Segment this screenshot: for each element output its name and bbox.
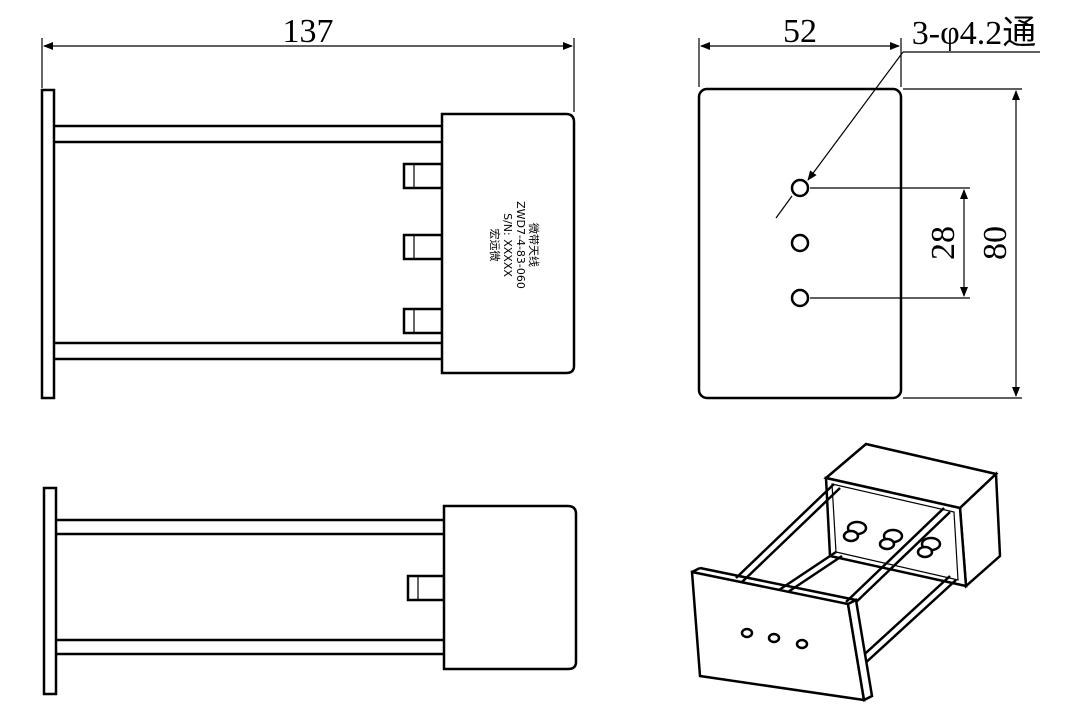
leader-tail <box>775 195 793 219</box>
end-view: 52 3-φ4.2通 28 80 <box>697 13 1040 400</box>
side-housing-box <box>442 504 578 671</box>
dim-spacing-label: 28 <box>925 226 962 260</box>
end-plate <box>697 87 903 400</box>
hole-2 <box>790 233 810 253</box>
iso-connector-2 <box>878 528 904 551</box>
hole-3 <box>790 288 810 308</box>
iso-hole-3 <box>795 638 809 650</box>
hole-leader-line <box>807 51 904 181</box>
connector-middle <box>402 233 444 261</box>
dim-width-label: 52 <box>783 13 817 50</box>
nameplate-line4: 宏远微 <box>488 229 502 262</box>
dim-length-label: 137 <box>283 13 334 50</box>
flange-plate <box>40 88 56 400</box>
side-connector <box>406 574 446 602</box>
side-view <box>42 486 578 696</box>
iso-rods <box>735 483 957 667</box>
hole-callout-label: 3-φ4.2通 <box>912 15 1036 52</box>
nameplate-line1: 微带天线 <box>527 223 541 267</box>
hole-1 <box>790 178 810 198</box>
side-flange-plate <box>42 486 58 696</box>
iso-connector-3 <box>916 536 942 559</box>
nameplate-line2: ZWD7-4-83-060 <box>514 201 527 289</box>
iso-connector-1 <box>842 520 868 543</box>
connector-top <box>402 162 444 190</box>
isometric-view <box>690 442 1002 702</box>
nameplate-line3: S/N: XXXXX <box>501 213 514 277</box>
iso-housing-box <box>823 442 1002 589</box>
front-view: 微带天线 ZWD7-4-83-060 S/N: XXXXX 宏远微 137 <box>40 13 576 400</box>
iso-hole-2 <box>767 632 781 644</box>
housing-box <box>440 112 576 375</box>
iso-hole-1 <box>740 627 754 639</box>
connector-bottom <box>402 307 444 335</box>
dim-height-label: 80 <box>977 226 1014 260</box>
nameplate: 微带天线 ZWD7-4-83-060 S/N: XXXXX 宏远微 <box>488 201 541 289</box>
